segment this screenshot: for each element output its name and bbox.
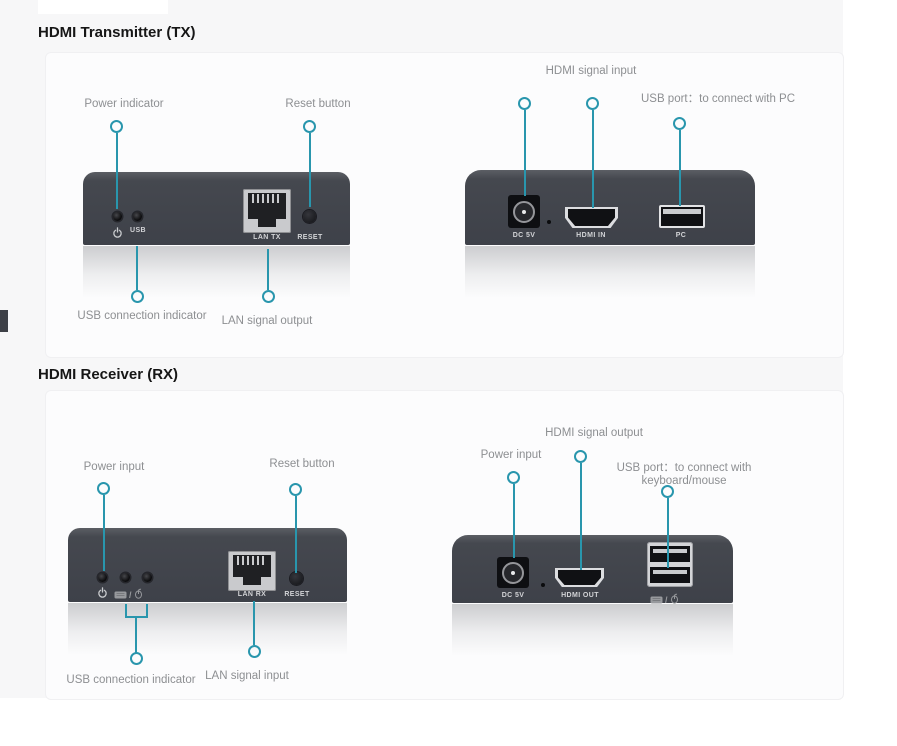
callout-marker: [262, 290, 275, 303]
callout-power-input-front: Power input: [83, 461, 145, 473]
callout-reset-button: Reset button: [285, 98, 351, 110]
hdmi-port: [565, 207, 618, 228]
lan-rx-label: LAN RX: [237, 591, 267, 598]
power-led: [98, 573, 107, 582]
callout-power-input-rear: Power input: [480, 449, 542, 461]
callout-usb-port-pc: USB port：to connect with PC: [640, 93, 796, 105]
usb-port: [650, 567, 690, 583]
rx-rear-device: DC 5V HDMI OUT /: [452, 535, 733, 604]
callout-line: [116, 133, 118, 209]
callout-marker: [248, 645, 261, 658]
rj45-port: [243, 189, 291, 233]
callout-line: [667, 498, 669, 568]
usb-port: [659, 205, 705, 228]
tx-front-device: USB LAN TX RESET: [83, 172, 350, 245]
dc-label: DC 5V: [501, 592, 525, 599]
callout-marker: [518, 97, 531, 110]
callout-usb-port-kb-mouse: USB port：to connect with keyboard/mouse: [598, 462, 770, 487]
reset-label: RESET: [297, 234, 323, 241]
rx-front-device: / LAN RX RESET: [68, 528, 347, 602]
callout-line: [267, 249, 269, 290]
tx-front-reflection: [83, 246, 350, 298]
callout-usb-line2: keyboard/mouse: [641, 474, 727, 487]
callout-marker: [661, 485, 674, 498]
callout-usb-line1: USB port：to connect with: [616, 462, 752, 474]
rx-heading: HDMI Receiver (RX): [38, 366, 179, 383]
callout-line: [679, 130, 681, 206]
callout-marker: [130, 652, 143, 665]
keyboard-icon: [114, 586, 127, 604]
callout-line: [136, 246, 138, 290]
callout-lan-signal-input: LAN signal input: [205, 670, 289, 682]
callout-marker: [586, 97, 599, 110]
left-edge-bar: [0, 310, 8, 332]
callout-line: [309, 133, 311, 207]
callout-marker: [507, 471, 520, 484]
reset-button: [303, 210, 316, 223]
power-led: [113, 212, 122, 221]
tx-rear-device: DC 5V HDMI IN PC: [465, 170, 755, 245]
tx-heading: HDMI Transmitter (TX): [38, 24, 196, 41]
hdmi-port: [555, 568, 604, 587]
callout-line: [253, 601, 255, 645]
tx-rear-reflection: [465, 246, 755, 298]
recessed-button-hole: [541, 583, 545, 587]
dual-usb-port: [647, 542, 693, 587]
hdmi-in-label: HDMI IN: [576, 232, 606, 239]
reset-label: RESET: [284, 591, 310, 598]
callout-marker: [131, 290, 144, 303]
mouse-icon: [134, 586, 143, 604]
callout-marker: [110, 120, 123, 133]
rj45-port: [228, 551, 276, 591]
hdmi-out-label: HDMI OUT: [561, 592, 599, 599]
power-icon: [112, 225, 123, 243]
mouse-icon: [670, 591, 679, 609]
callout-bracket-line: [146, 604, 148, 618]
keyboard-mouse-icons: /: [114, 586, 143, 604]
callout-marker: [673, 117, 686, 130]
keyboard-icon: [650, 591, 663, 609]
callout-marker: [97, 482, 110, 495]
keyboard-led: [121, 573, 130, 582]
callout-hdmi-signal-output: HDMI signal output: [545, 427, 643, 439]
power-icon: [97, 585, 108, 603]
callout-line: [103, 495, 105, 571]
callout-power-indicator: Power indicator: [84, 98, 164, 110]
dc-jack: [508, 195, 540, 228]
callout-hdmi-signal-input: HDMI signal input: [545, 65, 637, 77]
separator: /: [129, 589, 132, 600]
rx-rear-reflection: [452, 604, 733, 656]
usb-led-label: USB: [130, 227, 146, 234]
callout-line: [135, 617, 137, 653]
mouse-led: [143, 573, 152, 582]
rx-front-reflection: [68, 603, 347, 655]
reset-button: [290, 572, 303, 585]
callout-marker: [303, 120, 316, 133]
separator: /: [665, 594, 668, 605]
recessed-button-hole: [547, 220, 551, 224]
callout-bracket-line: [125, 604, 127, 618]
keyboard-mouse-icons: /: [650, 591, 679, 609]
callout-line: [513, 484, 515, 558]
callout-lan-signal-output: LAN signal output: [221, 315, 313, 327]
dc-label: DC 5V: [512, 232, 536, 239]
callout-line: [524, 110, 526, 196]
callout-marker: [289, 483, 302, 496]
usb-port: [650, 546, 690, 562]
callout-line: [592, 110, 594, 208]
callout-usb-connection-indicator: USB connection indicator: [77, 310, 207, 322]
lan-tx-label: LAN TX: [253, 234, 281, 241]
usb-led: [133, 212, 142, 221]
callout-line: [295, 496, 297, 573]
callout-marker: [574, 450, 587, 463]
callout-usb-connection-indicator: USB connection indicator: [66, 674, 196, 686]
dc-jack: [497, 557, 529, 588]
callout-reset-button: Reset button: [269, 458, 335, 470]
callout-line: [580, 463, 582, 570]
pc-label: PC: [675, 232, 687, 239]
top-white-box: [38, 0, 168, 14]
